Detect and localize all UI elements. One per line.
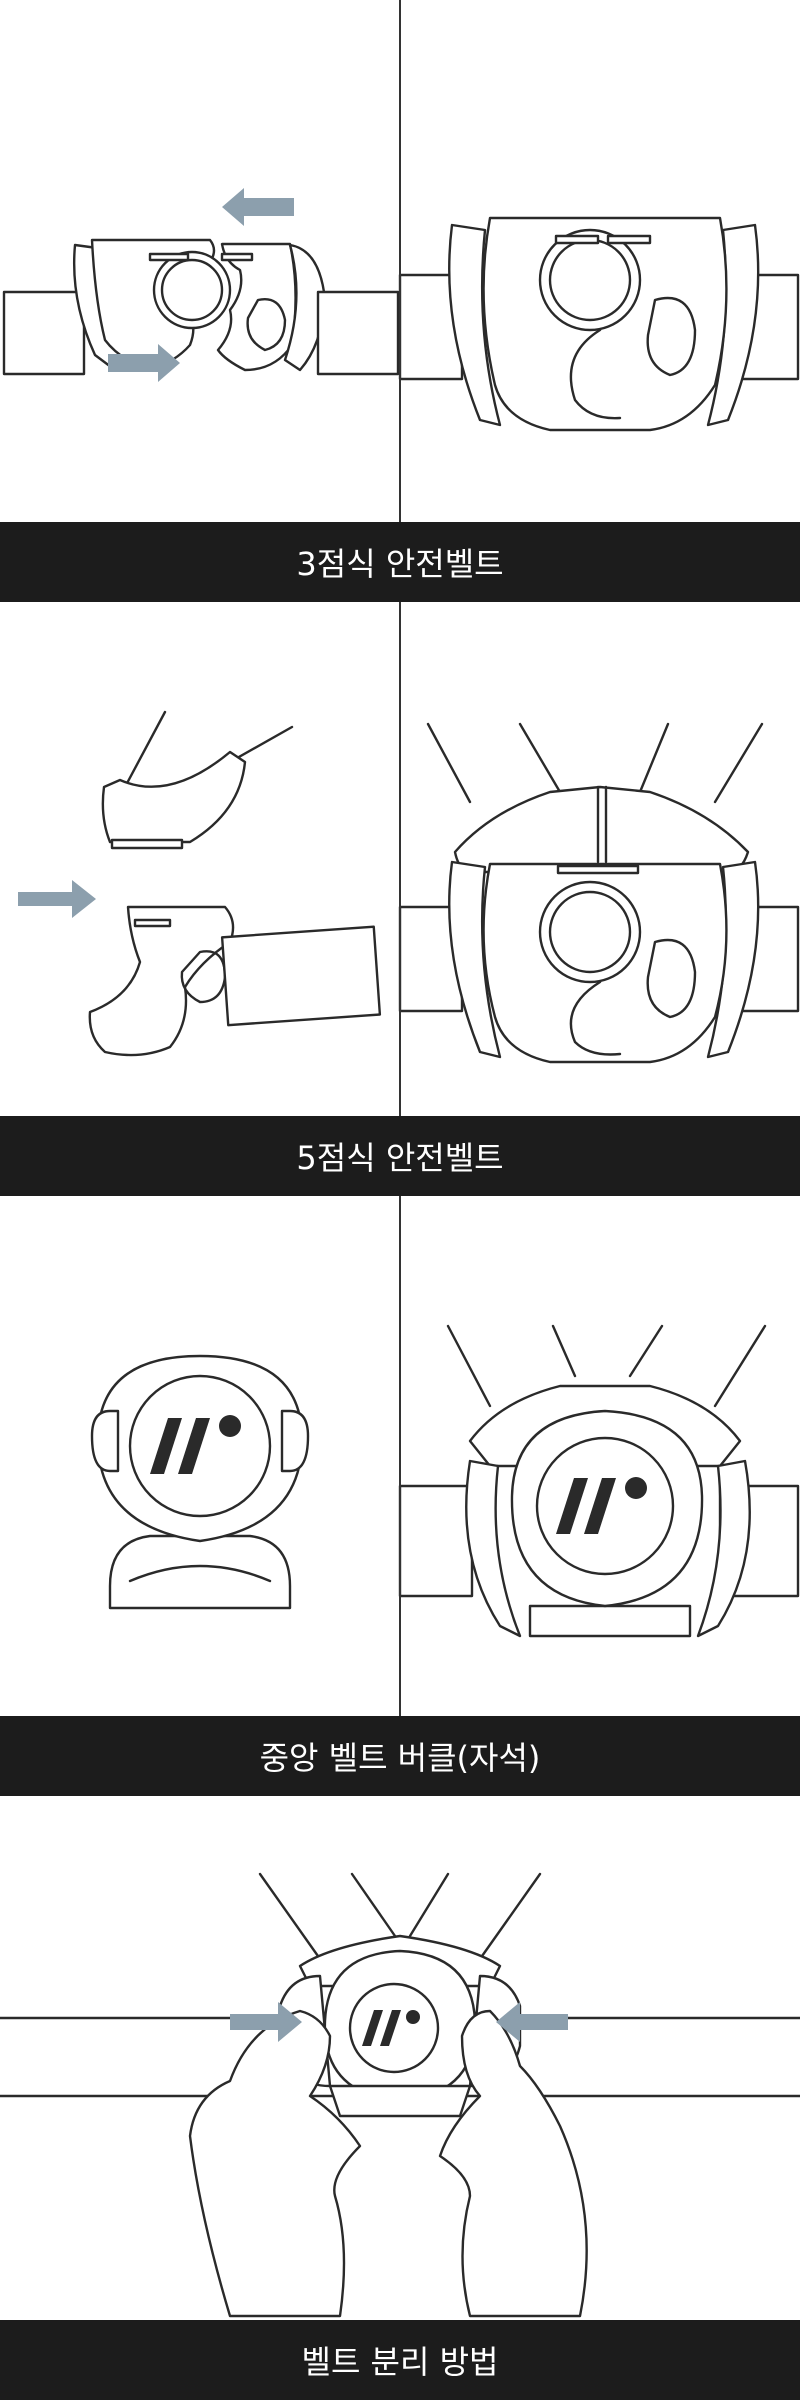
arrow-right-icon xyxy=(230,2002,302,2042)
arrow-right-icon xyxy=(18,880,96,918)
section-banner: 벨트 분리 방법 xyxy=(0,2320,800,2400)
section-title: 3점식 안전벨트 xyxy=(296,545,504,583)
right-hand-icon xyxy=(438,2009,588,2318)
left-buckle-separated xyxy=(2,238,400,376)
arrow-right-icon xyxy=(108,344,180,382)
illustration-3point-belt xyxy=(2,188,800,432)
right-buckle-joined xyxy=(398,216,800,432)
section-5point: 5점식 안전벨트 xyxy=(0,602,800,1196)
section-center-buckle: 중앙 벨트 버클(자석) xyxy=(0,1196,800,1796)
arrow-left-icon xyxy=(496,2002,568,2042)
left-magnetic-buckle xyxy=(90,1354,310,1610)
section-divider xyxy=(399,0,401,522)
right-buckle-joined xyxy=(398,722,800,1064)
section-divider xyxy=(399,602,401,1116)
right-magnetic-buckle-attached xyxy=(398,1324,800,1638)
left-buckle-separated xyxy=(88,710,382,1057)
section-title: 벨트 분리 방법 xyxy=(301,2343,499,2381)
arrow-left-icon xyxy=(222,188,294,226)
illustration-magnetic-buckle xyxy=(90,1324,800,1638)
section-3point: 3점식 안전벨트 xyxy=(0,0,800,602)
illustration-5point-belt xyxy=(18,710,800,1064)
left-hand-icon xyxy=(188,2009,362,2318)
section-release-method: 벨트 분리 방법 xyxy=(0,1796,800,2400)
section-title: 5점식 안전벨트 xyxy=(296,1139,504,1177)
section-banner: 5점식 안전벨트 xyxy=(0,1116,800,1196)
section-divider xyxy=(399,1196,401,1716)
section-banner: 중앙 벨트 버클(자석) xyxy=(0,1716,800,1796)
section-banner: 3점식 안전벨트 xyxy=(0,522,800,602)
section-title: 중앙 벨트 버클(자석) xyxy=(259,1739,541,1777)
illustration-release-buckle xyxy=(0,1872,800,2318)
